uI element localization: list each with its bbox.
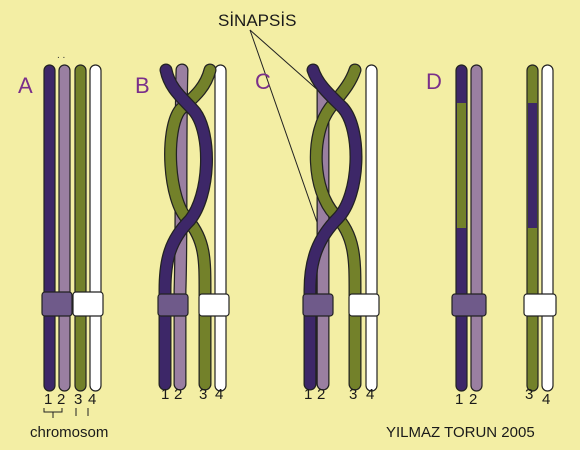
centromere-34-a [72, 291, 104, 317]
bracket-chromosome-12 [43, 408, 63, 418]
number-1-d: 1 [455, 391, 463, 408]
chromatid-2-a [58, 64, 71, 392]
pointer-line-upper [249, 29, 321, 93]
panel-a: A . . 1 2 3 4 chromosom [18, 50, 108, 441]
chromatid-1-d-green-segment [457, 103, 466, 228]
chromatid-2-d [470, 64, 483, 392]
panel-label-d: D [426, 69, 442, 94]
number-3-c: 3 [349, 386, 357, 403]
centromere-34-d [523, 293, 557, 317]
chromatid-3-d-purple-segment [528, 103, 537, 228]
centromere-12-d [451, 293, 487, 317]
centromere-34-b [198, 293, 230, 317]
bracket-chromosome-34 [75, 408, 89, 416]
chromatid-1-a [43, 64, 56, 392]
number-1-a: 1 [44, 391, 52, 408]
title-sinapsis: SİNAPSİS [218, 11, 296, 30]
dots-marker: . . [57, 50, 65, 61]
centromere-12-b [157, 293, 189, 317]
number-3-a: 3 [74, 391, 82, 408]
panel-b: B 1 2 3 4 [135, 63, 230, 403]
number-4-c: 4 [366, 386, 374, 403]
chromatid-3-a [74, 64, 87, 392]
panel-c: C 1 2 3 4 [255, 63, 380, 403]
panel-label-a: A [18, 73, 33, 98]
centromere-34-c [348, 293, 380, 317]
chromatid-4-d [541, 64, 554, 392]
chromatid-1-c [304, 64, 362, 390]
number-2-b: 2 [174, 386, 182, 403]
number-2-d: 2 [469, 391, 477, 408]
chromatid-1-b [159, 64, 212, 390]
panel-d: D 1 2 3 4 [426, 64, 557, 408]
number-2-a: 2 [57, 391, 65, 408]
chromatid-4-c [365, 64, 378, 392]
panel-label-b: B [135, 73, 150, 98]
number-1-b: 1 [161, 386, 169, 403]
chromatid-3-c [311, 64, 361, 390]
pointer-line-lower [249, 29, 319, 226]
chromatid-4-b [214, 64, 227, 392]
number-4-a: 4 [88, 391, 96, 408]
number-3-b: 3 [199, 386, 207, 403]
chromatid-4-a [89, 64, 102, 392]
centromere-12-a [41, 291, 73, 317]
number-2-c: 2 [317, 386, 325, 403]
centromere-12-c [302, 293, 334, 317]
author-credit: YILMAZ TORUN 2005 [386, 424, 535, 441]
number-1-c: 1 [304, 386, 312, 403]
number-4-b: 4 [215, 386, 223, 403]
panel-label-c: C [255, 69, 271, 94]
number-4-d: 4 [542, 391, 550, 408]
number-3-d: 3 [525, 386, 533, 403]
chromosome-caption: chromosom [30, 424, 108, 441]
chromatid-3-b [165, 64, 216, 390]
